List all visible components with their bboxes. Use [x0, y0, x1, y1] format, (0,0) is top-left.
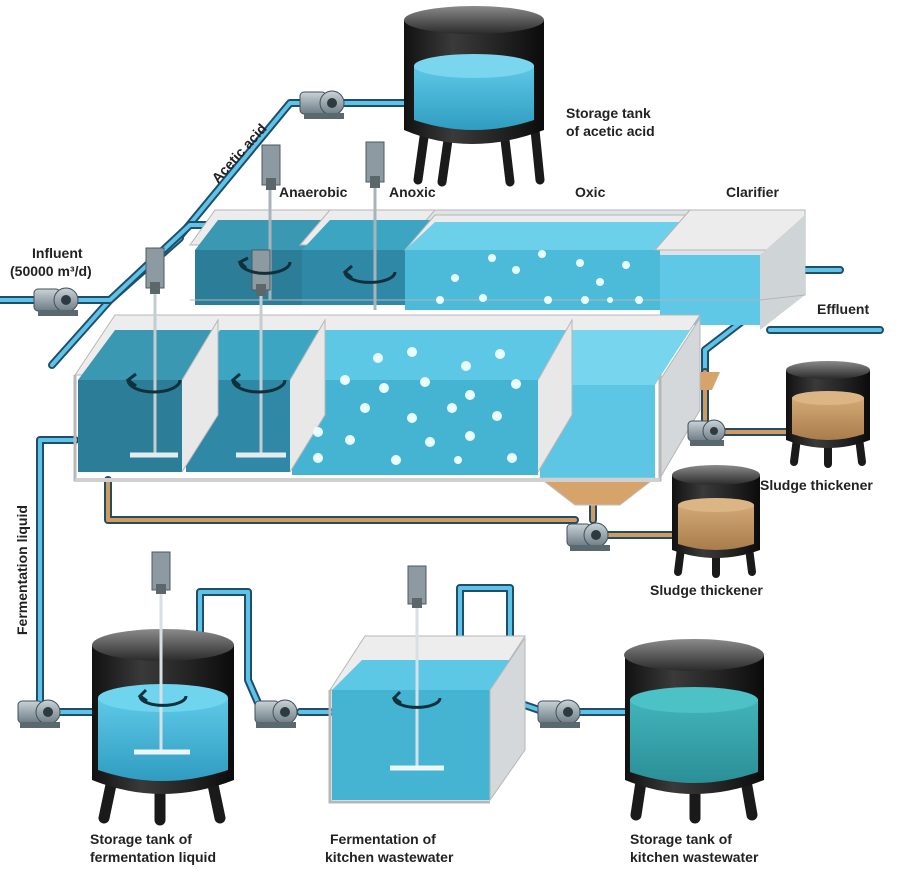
- influent-label-1: Influent: [32, 245, 83, 261]
- sludge-return-pipe: [104, 476, 684, 539]
- pump-influent: [33, 287, 79, 316]
- influent-label-2: (50000 m³/d): [10, 263, 92, 279]
- storage-acetic-label-1: Storage tank: [566, 105, 651, 121]
- kitchen-fermentation-basin: [328, 565, 526, 804]
- pump-kitchen-transfer: [537, 699, 581, 728]
- fermentation-transfer-pipe: [196, 588, 334, 716]
- storage-kitchen-label-2: kitchen wastewater: [630, 849, 759, 865]
- acetic-acid-label: Acetic acid: [208, 120, 269, 186]
- oxic-label: Oxic: [575, 184, 606, 200]
- pump-icon: [17, 90, 726, 728]
- pump-fermentation-transfer: [254, 699, 298, 728]
- front-oxic-cell: [292, 330, 572, 475]
- sludge-thickener-upper: [786, 361, 870, 468]
- pump-sludge-upper: [687, 419, 726, 446]
- fermentation-kitchen-label-2: kitchen wastewater: [325, 849, 454, 865]
- front-basin-row: [73, 314, 701, 506]
- front-oxic-bubbles: [313, 347, 521, 465]
- back-anoxic-cell: [298, 209, 437, 305]
- back-oxic-bubbles: [436, 250, 643, 304]
- front-anoxic-cell: [186, 330, 320, 472]
- sludge-thickener-label-upper: Sludge thickener: [760, 477, 873, 493]
- rotation-arrows-icon: [125, 256, 397, 394]
- fermentation-liquid-pipe: [36, 436, 99, 716]
- sludge-thickener-lower: [672, 465, 760, 578]
- anoxic-label: Anoxic: [389, 184, 436, 200]
- fermentation-liquid-label: Fermentation liquid: [14, 505, 30, 635]
- pump-fermentation-liquid: [17, 699, 61, 728]
- kitchen-wastewater-storage-tank: [624, 639, 764, 824]
- pump-sludge-lower: [566, 522, 610, 551]
- fermentation-liquid-storage-tank: [92, 551, 234, 826]
- fermentation-kitchen-label-1: Fermentation of: [330, 831, 436, 847]
- clarifier-label: Clarifier: [726, 184, 779, 200]
- anaerobic-label: Anaerobic: [279, 184, 348, 200]
- mixer-icon: [130, 141, 385, 458]
- storage-kitchen-label-1: Storage tank of: [630, 831, 732, 847]
- pump-acetic: [299, 90, 345, 119]
- effluent-label: Effluent: [817, 301, 869, 317]
- acetic-acid-storage-tank: [404, 6, 545, 187]
- storage-acetic-label-2: of acetic acid: [566, 123, 655, 139]
- back-basin-row: [189, 209, 806, 390]
- storage-fermentation-label-1: Storage tank of: [90, 831, 192, 847]
- storage-fermentation-label-2: fermentation liquid: [90, 849, 216, 865]
- pipe-network: [0, 99, 884, 716]
- back-clarifier-cell: [653, 209, 806, 330]
- sludge-thickener-label-lower: Sludge thickener: [650, 582, 763, 598]
- back-oxic-cell: [403, 214, 692, 310]
